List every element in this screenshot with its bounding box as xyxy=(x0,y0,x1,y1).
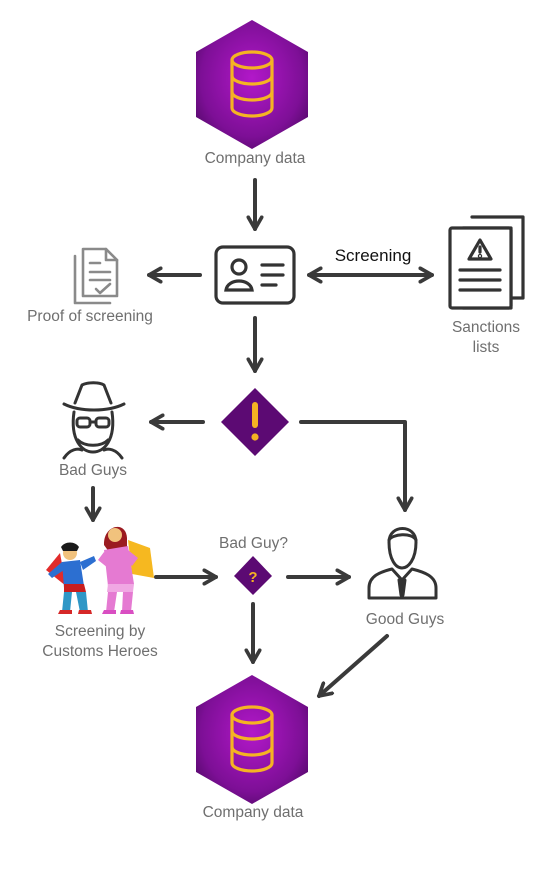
businessman-icon xyxy=(367,527,438,600)
bad-guy-question-label: Bad Guy? xyxy=(219,535,288,552)
company-data-bottom-label: Company data xyxy=(202,804,304,821)
screening-edge-label: Screening xyxy=(334,246,412,265)
superheroes-illustration xyxy=(46,526,154,614)
heroes-label-line2: Customs Heroes xyxy=(42,643,158,660)
database-icon xyxy=(196,675,308,804)
good-guys-label: Good Guys xyxy=(365,611,445,628)
database-icon xyxy=(196,20,308,149)
heroes-label-line1: Screening by xyxy=(54,623,146,640)
customs-heroes-label: Screening by Customs Heroes xyxy=(20,622,180,662)
exclamation-diamond-icon xyxy=(221,388,289,456)
sanctions-lists-label: Sanctions lists xyxy=(436,318,536,358)
spy-icon xyxy=(62,381,126,460)
arrow-alert-to-good-guys xyxy=(299,420,405,512)
warning-documents-icon xyxy=(448,215,525,310)
sanctions-label-line1: Sanctions xyxy=(451,319,521,336)
question-diamond-icon: ? xyxy=(234,556,272,595)
id-card-icon xyxy=(214,245,296,305)
proof-of-screening-label: Proof of screening xyxy=(27,308,153,325)
arrow-good-guys-to-data xyxy=(317,634,389,698)
svg-text:?: ? xyxy=(248,569,257,586)
sanctions-label-line2: lists xyxy=(472,339,500,356)
bad-guys-label: Bad Guys xyxy=(58,462,128,479)
company-data-top-label: Company data xyxy=(204,150,306,167)
document-check-icon xyxy=(73,247,119,305)
